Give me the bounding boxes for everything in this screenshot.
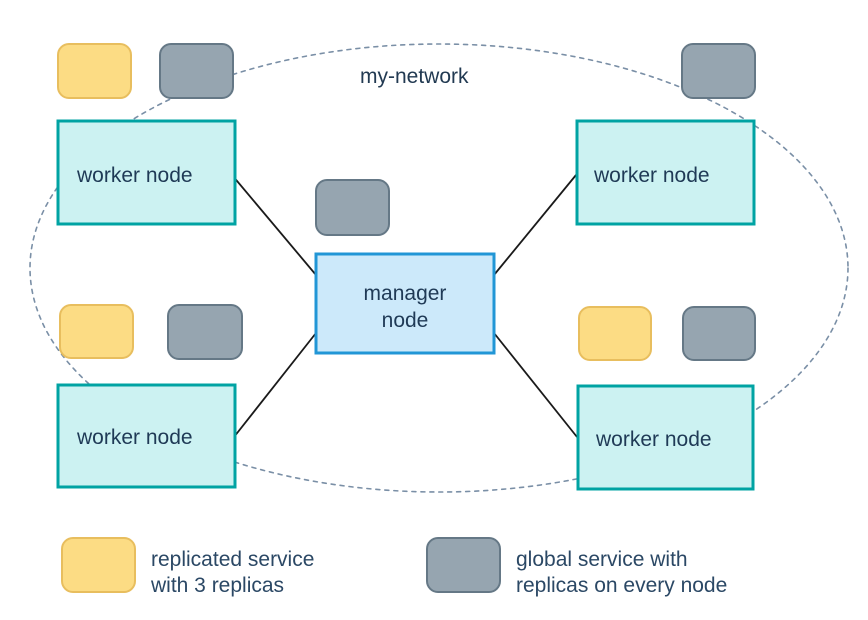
legend-label-replicated-service-line1: replicated service: [151, 548, 314, 571]
worker-node-label-top-right: worker node: [593, 164, 710, 187]
network-boundary-ellipse: [29, 43, 849, 493]
manager-node-label-line2: node: [382, 309, 429, 332]
global-service-box-bottom-left: [167, 304, 243, 360]
worker-node-box-bottom-right[interactable]: [576, 384, 755, 491]
global-service-box-top-left: [159, 43, 234, 99]
manager-node-label-line1: manager: [364, 282, 447, 305]
legend-label-global-service-line1: global service with: [516, 548, 688, 571]
worker-node-box-top-right[interactable]: [575, 119, 756, 226]
worker-node-label-bottom-left: worker node: [76, 426, 193, 449]
global-service-box-top-right: [681, 43, 756, 99]
manager-node-box[interactable]: [314, 252, 496, 355]
connector-manager-to-worker-bottom-right: [493, 332, 578, 438]
legend-swatch-global-service: [426, 537, 501, 593]
connector-manager-to-worker-top-right: [493, 174, 577, 276]
connector-manager-to-worker-top-left: [231, 174, 317, 276]
global-service-box-bottom-right: [682, 306, 756, 361]
worker-node-label-bottom-right: worker node: [595, 428, 712, 451]
legend-label-global-service-line2: replicas on every node: [516, 574, 727, 597]
worker-node-box-bottom-left[interactable]: [56, 383, 237, 489]
replicated-service-box-top-left: [57, 43, 132, 99]
worker-node-box-top-left[interactable]: [56, 119, 237, 226]
legend-label-replicated-service-line2: with 3 replicas: [150, 574, 284, 597]
legend-swatch-replicated-service: [61, 537, 136, 593]
connector-manager-to-worker-bottom-left: [233, 332, 317, 438]
worker-node-label-top-left: worker node: [76, 164, 193, 187]
global-service-box-center: [315, 179, 390, 236]
replicated-service-box-bottom-right: [578, 306, 652, 361]
network-label: my-network: [360, 65, 469, 88]
replicated-service-box-bottom-left: [59, 304, 134, 359]
